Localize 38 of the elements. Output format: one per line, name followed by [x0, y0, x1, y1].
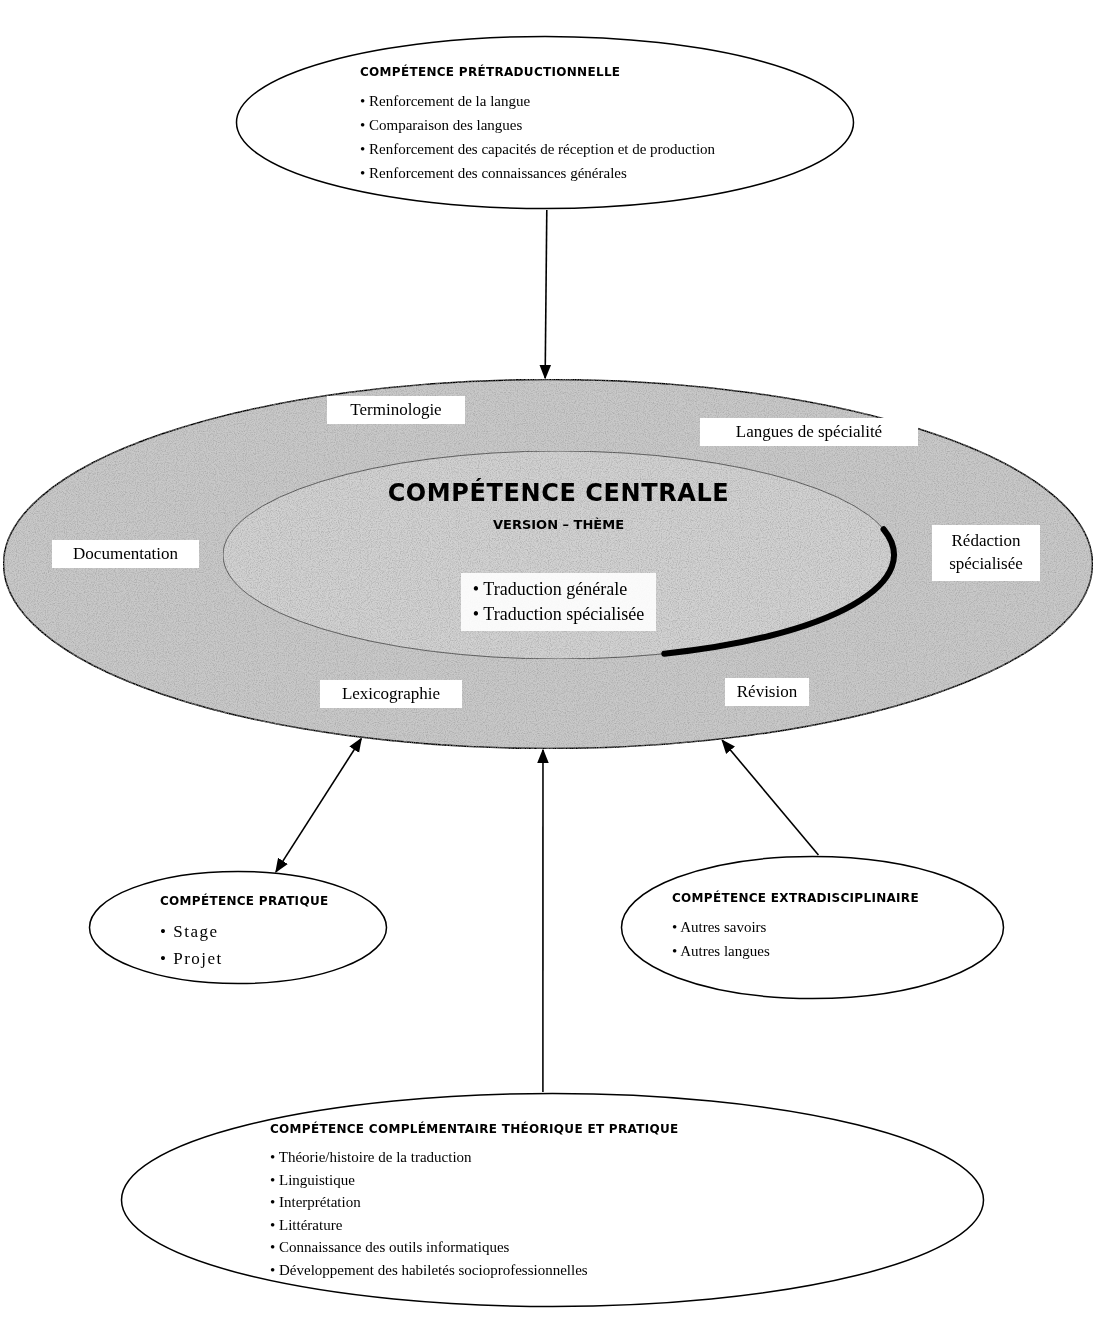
- label-text: Lexicographie: [341, 682, 441, 705]
- bullet-item: • Interprétation: [270, 1193, 361, 1212]
- label-box: [52, 540, 199, 568]
- bullet-item: • Comparaison des langues: [360, 116, 523, 135]
- label-text: Terminologie: [350, 398, 442, 421]
- label-box: [327, 396, 465, 424]
- label-text: Documentation: [73, 542, 178, 565]
- bullet-item: • Renforcement des capacités de réception et de production: [360, 140, 716, 159]
- bullet-item: • Autres langues: [672, 942, 770, 961]
- label-text: Révision: [736, 680, 798, 703]
- center-subtitle: VERSION – THÈME: [492, 516, 625, 534]
- arrow: [539, 209, 552, 380]
- bullet-item: • Stage: [160, 921, 219, 943]
- label-box: [320, 680, 462, 708]
- heading-text: COMPÉTENCE PRATIQUE: [160, 892, 329, 910]
- bullet-item: • Traduction spécialisée: [472, 602, 645, 626]
- heading-text: COMPÉTENCE PRÉTRADUCTIONNELLE: [360, 63, 621, 81]
- arrow: [537, 748, 549, 1093]
- bullet-item: • Littérature: [270, 1215, 343, 1235]
- label-box: [700, 418, 918, 446]
- bullet-item: • Renforcement de la langue: [360, 92, 531, 111]
- label-text: Rédaction spécialisée: [948, 530, 1024, 575]
- bullet-item: • Traduction générale: [472, 577, 628, 601]
- bullet-item: • Connaissance des outils informatiques: [270, 1238, 510, 1257]
- bullet-item: • Autres savoirs: [672, 918, 767, 937]
- label-text: Langues de spécialité: [735, 420, 883, 443]
- label-box: [932, 525, 1040, 581]
- bullet-item: • Renforcement des connaissances générales: [360, 164, 627, 183]
- bullet-item: • Développement des habiletés socioprofessionnelles: [270, 1260, 588, 1280]
- arrow: [275, 737, 362, 874]
- heading-text: COMPÉTENCE COMPLÉMENTAIRE THÉORIQUE ET PRATIQUE: [270, 1120, 679, 1138]
- bullet-item: • Linguistique: [270, 1170, 355, 1190]
- label-box: [725, 678, 809, 706]
- heading-text: COMPÉTENCE EXTRADISCIPLINAIRE: [672, 889, 919, 907]
- center-title: COMPÉTENCE CENTRALE: [387, 477, 730, 509]
- bullet-item: • Théorie/histoire de la traduction: [270, 1148, 472, 1167]
- arrow: [721, 739, 820, 856]
- bullet-item: • Projet: [160, 948, 223, 971]
